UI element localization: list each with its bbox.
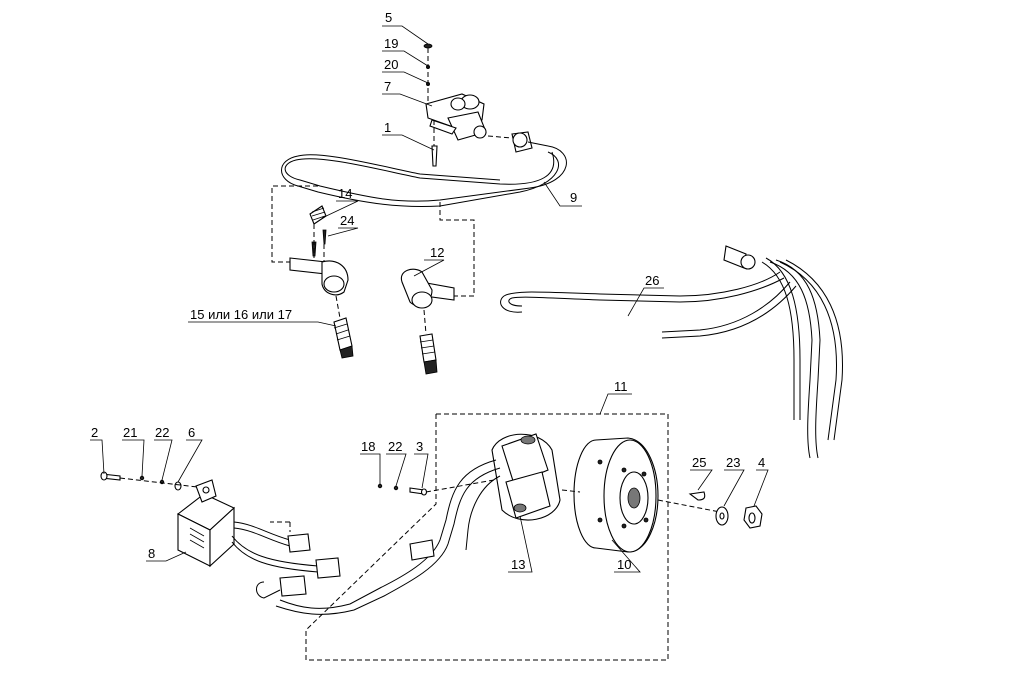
cap-top <box>511 131 549 153</box>
left-axis <box>313 224 325 262</box>
cdi-connector-bracket <box>270 521 291 532</box>
spark-plug-center <box>419 333 438 375</box>
callout-3: 3 <box>416 439 423 454</box>
washer-23 <box>715 506 729 526</box>
callout-25: 25 <box>692 455 706 470</box>
callout-11: 11 <box>614 379 628 394</box>
lead-26 <box>500 245 843 459</box>
assembly-axis <box>427 48 435 146</box>
bushing-6 <box>174 481 182 491</box>
callout-23: 23 <box>726 455 740 470</box>
stator-13 <box>491 433 561 521</box>
nut-4 <box>743 505 763 529</box>
bracket-left <box>271 185 318 263</box>
callout-18: 18 <box>361 439 375 454</box>
callout-9: 9 <box>570 190 577 205</box>
flywheel-10 <box>573 437 659 553</box>
callout-10: 10 <box>617 557 631 572</box>
callout-7: 7 <box>384 79 391 94</box>
washer-18 <box>377 483 383 489</box>
callout-19: 19 <box>384 36 398 51</box>
crank-axis <box>561 489 721 513</box>
callout-6: 6 <box>188 425 195 440</box>
stator-wiring <box>275 459 501 615</box>
assembly-box-11 <box>305 413 669 661</box>
screw-3 <box>409 487 428 496</box>
callout-22-left: 22 <box>155 425 169 440</box>
plug-cap-left <box>289 257 349 296</box>
callout-8: 8 <box>148 546 155 561</box>
bolt-1 <box>431 145 438 167</box>
leader-lines <box>90 25 769 573</box>
callout-15-16-17: 15 или 16 или 17 <box>190 307 292 322</box>
spark-plug-left <box>333 317 354 359</box>
callout-24: 24 <box>340 213 354 228</box>
callout-21: 21 <box>123 425 137 440</box>
callout-5: 5 <box>385 10 392 25</box>
callout-14: 14 <box>338 186 352 201</box>
cdi-axis <box>119 477 207 489</box>
callout-12: 12 <box>430 245 444 260</box>
bracket-right <box>439 202 475 297</box>
plug-axis-center <box>423 309 427 335</box>
ht-lead-9 <box>281 145 567 207</box>
callout-1: 1 <box>384 120 391 135</box>
callout-20: 20 <box>384 57 398 72</box>
callout-22-center: 22 <box>388 439 402 454</box>
key-25 <box>688 491 706 501</box>
spring-14 <box>309 205 327 225</box>
coil-cap-axis <box>487 135 513 139</box>
callout-labels: 5 19 20 7 1 9 14 24 12 15 или 16 или 17 … <box>91 10 765 572</box>
ignition-coil <box>425 93 487 141</box>
callout-2: 2 <box>91 425 98 440</box>
callout-4: 4 <box>758 455 765 470</box>
callout-26: 26 <box>645 273 659 288</box>
callout-13: 13 <box>511 557 525 572</box>
cdi-unit-8 <box>176 479 235 568</box>
cdi-wiring <box>231 521 341 599</box>
washer-21 <box>139 475 145 481</box>
washer-22b <box>393 485 399 491</box>
stator-axis <box>425 479 495 493</box>
plug-cap-center <box>400 268 455 309</box>
plug-axis-left <box>335 295 341 319</box>
